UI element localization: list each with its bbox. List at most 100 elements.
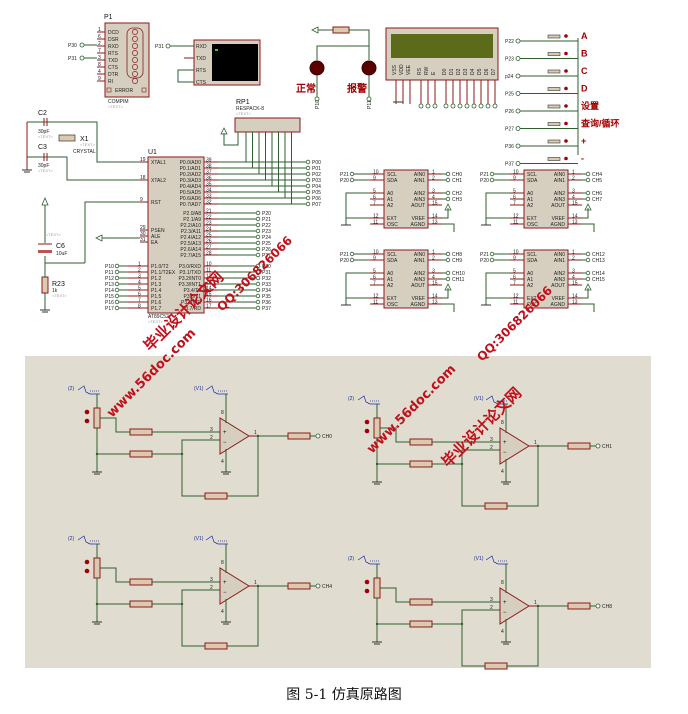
mcu-net-label: P34 — [262, 288, 271, 294]
adc-pin-num: 7 — [373, 201, 376, 207]
adc-pin-name: SCL — [527, 172, 537, 178]
led-alarm — [361, 60, 377, 76]
serial-pin-name: RTS — [108, 51, 119, 57]
op-amp-pin: 1 — [534, 600, 537, 606]
push-button[interactable] — [547, 157, 561, 161]
c3-ref: C3 — [38, 144, 47, 151]
push-button[interactable] — [547, 104, 561, 109]
led-alarm-net: P11 — [367, 100, 373, 109]
figure-caption: 图 5-1 仿真原路图 — [286, 687, 402, 703]
mcu-pin-num: 39 — [206, 158, 212, 164]
mcu-pin-name: P3.5/T1 — [183, 294, 201, 300]
adc-pin-name: EXT — [527, 216, 537, 222]
input-resistor — [129, 428, 153, 436]
key-net: P36 — [505, 144, 514, 150]
adc-pin-num: 13 — [432, 300, 438, 306]
mcu-pin-num: 27 — [206, 245, 212, 251]
net-terminal — [79, 55, 85, 61]
mcu-pin-num: 3 — [138, 274, 141, 280]
op-amp-pin: 4 — [221, 459, 224, 465]
feedback-resistor — [484, 502, 508, 510]
output-resistor — [567, 602, 591, 610]
mcu-net-label: P07 — [312, 202, 321, 208]
op-amp-plus: + — [503, 440, 507, 446]
amplifier-output-label: CH0 — [322, 434, 332, 440]
mcu-pin-name: P2.0/A8 — [183, 211, 201, 217]
mcu-pin-num: 38 — [206, 164, 212, 170]
serial-ref: P1 — [104, 14, 113, 21]
adc-pin-num: 11 — [513, 300, 518, 306]
mcu-pin-name: P1.3 — [151, 282, 162, 288]
adc-pin-name: A1 — [527, 197, 533, 203]
adc-pin-name: AOUT — [551, 283, 565, 289]
adc-net-label: P21 — [340, 252, 349, 258]
c6-value: 10uF — [56, 251, 67, 257]
adc-pin-num: 10 — [513, 250, 519, 256]
adc-pin-num: 10 — [513, 170, 519, 176]
adc-pin-name: A0 — [527, 271, 533, 277]
mcu-pin-name: P2.1/A9 — [183, 217, 201, 223]
adc-pin-num: 15 — [432, 201, 438, 207]
adc-pin-name: AIN0 — [414, 172, 425, 178]
mcu-pin-name: P0.0/AD0 — [180, 160, 202, 166]
mcu-pin-num: 1 — [138, 262, 141, 268]
terminal-net: P31 — [155, 44, 164, 50]
adc-net-label: P21 — [480, 172, 489, 178]
adc-pin-name: SDA — [527, 258, 538, 264]
op-amp-plus: + — [503, 600, 507, 606]
lcd-pin-name: D3 — [463, 68, 469, 75]
mcu-pin-num: 13 — [206, 280, 212, 286]
output-resistor — [567, 442, 591, 450]
mcu-net-label: P27 — [262, 253, 271, 259]
adc-pin-num: 15 — [572, 201, 578, 207]
adc-pin-num: 5 — [513, 189, 516, 195]
sensor-amplifiers: (2)+−32184(V1)CH0(2)+−32184(V1)CH1(2)+−3… — [68, 385, 612, 670]
adc-pin-num: 9 — [513, 256, 516, 262]
mcu-net-label: P17 — [105, 306, 114, 312]
gain-resistor — [129, 450, 153, 458]
terminal-screen — [212, 44, 258, 81]
push-button[interactable] — [547, 52, 561, 56]
key-net: P22 — [505, 39, 514, 45]
op-amp-pin: 4 — [501, 629, 504, 635]
adc-pin-num: 6 — [513, 195, 516, 201]
push-button[interactable] — [547, 69, 561, 74]
op-amp-plus: + — [223, 430, 227, 436]
push-button[interactable] — [547, 87, 561, 91]
push-button[interactable] — [547, 34, 561, 39]
op-amp-pin: 4 — [501, 469, 504, 475]
text-tag: <TEXT> — [46, 232, 62, 237]
push-button[interactable] — [547, 122, 561, 126]
resistor-pack-rp1: RP1 RESPACK-8 <TEXT> — [220, 99, 301, 146]
key-net: P26 — [505, 109, 514, 115]
mcu-pin-num: 32 — [206, 200, 212, 206]
mcu-pin-name: P1.0/T2 — [151, 264, 169, 270]
mcu-pin-name: ALE — [151, 234, 161, 240]
mcu-pin-num: 26 — [206, 239, 212, 245]
text-tag: <TEXT> — [148, 319, 164, 324]
mcu-net-label: P00 — [312, 160, 321, 166]
mcu-net-label: P11 — [105, 270, 114, 276]
adc-pin-name: AIN3 — [554, 277, 565, 283]
op-amp-minus: − — [223, 590, 227, 596]
mcu-net-label: P02 — [312, 172, 321, 178]
op-amp-pin: 1 — [534, 440, 537, 446]
input-resistor — [409, 598, 433, 606]
op-amp-pin: 2 — [490, 445, 493, 451]
adc-pin-name: AIN2 — [414, 191, 425, 197]
mcu-pin-name: P1.4 — [151, 288, 162, 294]
op-amp-pin: 2 — [490, 605, 493, 611]
push-button[interactable] — [547, 139, 561, 144]
adc-pin-num: 5 — [373, 189, 376, 195]
lcd-pin-name: D0 — [442, 68, 448, 75]
adc-pin-name: AIN1 — [554, 178, 565, 184]
adc-pin-num: 9 — [373, 256, 376, 262]
text-tag: <TEXT> — [80, 142, 96, 147]
adc-pin-num: 12 — [513, 294, 519, 300]
led-resistor — [332, 26, 350, 34]
op-amp-pin: 2 — [210, 585, 213, 591]
lcd-pin-name: D2 — [456, 68, 462, 75]
serial-pin-name: TXD — [108, 58, 118, 64]
